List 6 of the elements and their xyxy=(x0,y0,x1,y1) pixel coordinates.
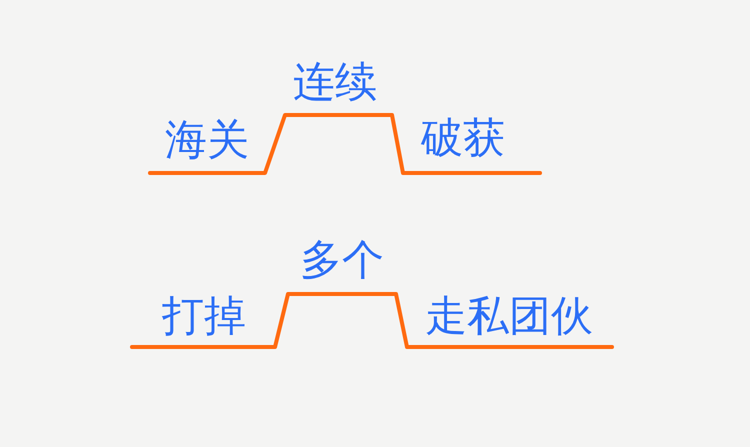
word-label: 破获 xyxy=(421,117,505,159)
word-label: 多个 xyxy=(300,239,384,281)
word-label: 打掉 xyxy=(162,295,246,337)
word-label: 连续 xyxy=(293,61,377,103)
word-label: 走私团伙 xyxy=(425,295,593,337)
word-label: 海关 xyxy=(165,119,249,161)
